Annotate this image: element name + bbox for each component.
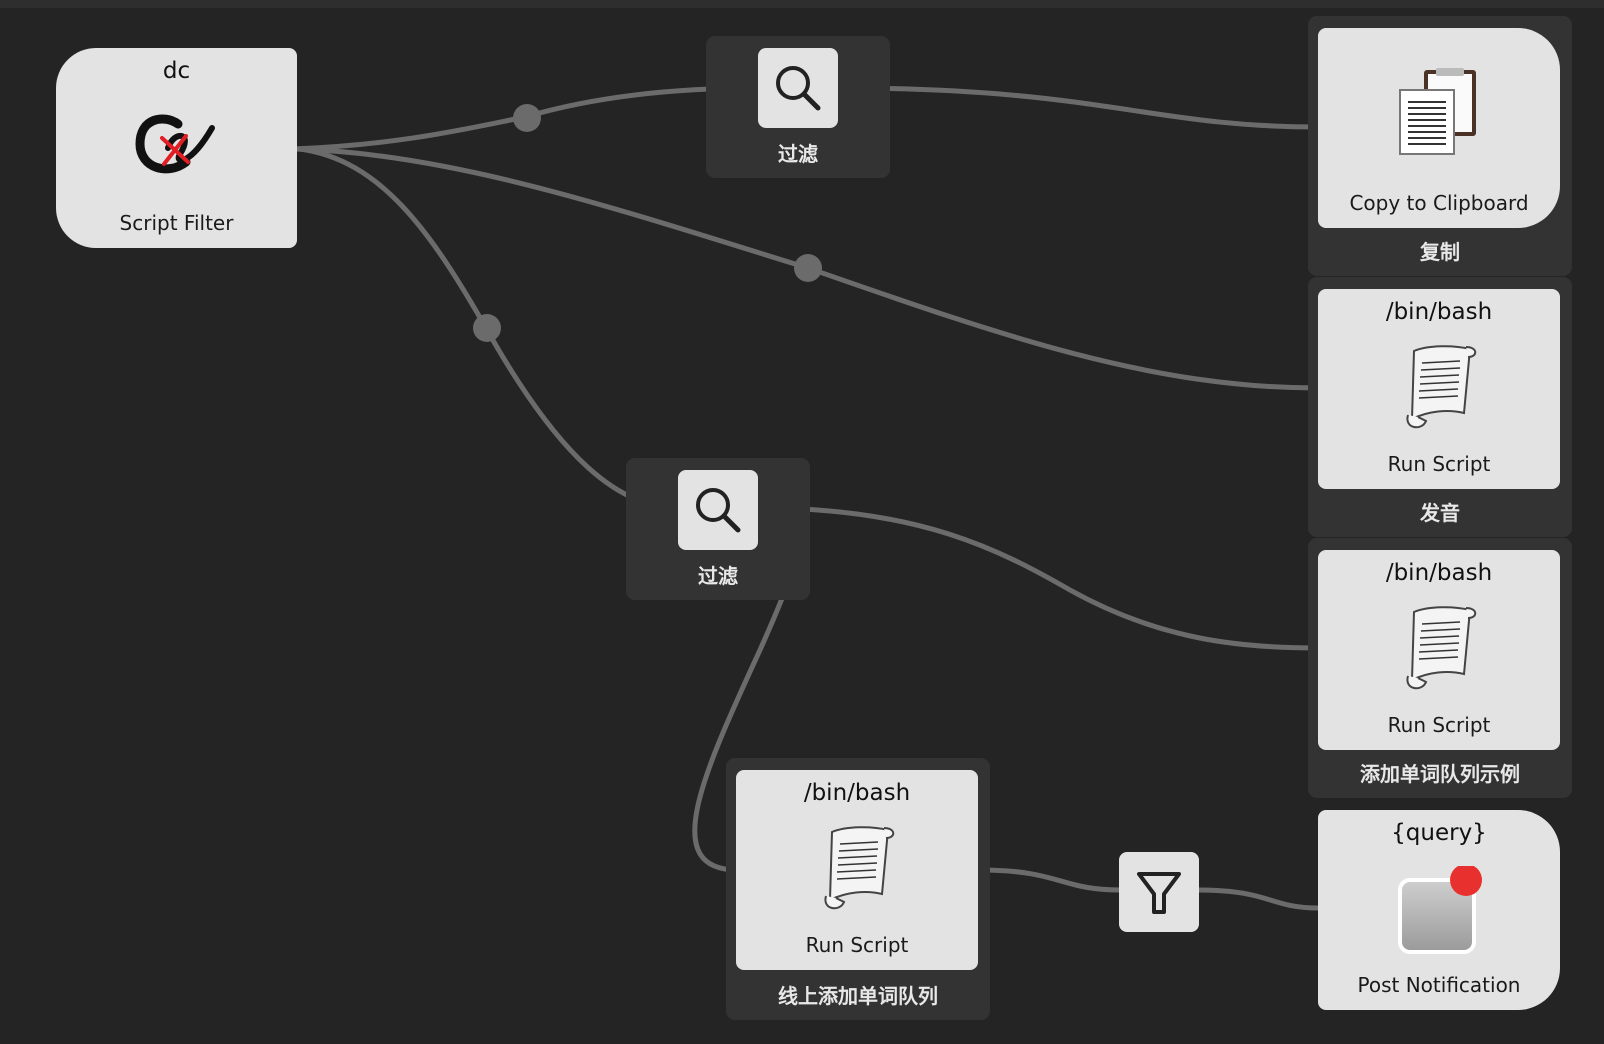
connection-handle: [473, 314, 501, 342]
node-caption: 线上添加单词队列: [778, 984, 938, 1008]
node-caption: 过滤: [698, 564, 738, 588]
script-scroll-icon: [1398, 604, 1482, 698]
connection-handle: [794, 254, 822, 282]
window-top-bar: [0, 0, 1604, 8]
post-notification-node[interactable]: {query} Post Notification: [1318, 810, 1560, 1010]
conditional-node[interactable]: [1119, 852, 1199, 932]
search-icon: [696, 488, 741, 533]
node-keyword: /bin/bash: [1385, 560, 1493, 586]
node-type-label: Post Notification: [1357, 973, 1521, 997]
filter-node-top[interactable]: 过滤: [706, 36, 890, 178]
node-type-label: Script Filter: [119, 211, 234, 235]
node-type-label: Run Script: [1387, 452, 1491, 476]
script-filter-node[interactable]: dc Script Filter: [56, 48, 297, 248]
copy-clipboard-node[interactable]: Copy to Clipboard: [1318, 28, 1560, 228]
node-keyword: dc: [162, 58, 191, 84]
funnel-icon: [1137, 872, 1181, 914]
connection-filter-mid-to-add-example: [757, 505, 1321, 651]
search-icon: [776, 66, 821, 111]
node-keyword: /bin/bash: [1385, 299, 1493, 325]
run-script-add-online-group[interactable]: /bin/bash Run Script 线上添加单词队列: [726, 758, 990, 1020]
run-script-pronounce-node[interactable]: /bin/bash Run Script: [1318, 289, 1560, 489]
node-keyword: {query}: [1391, 820, 1487, 846]
run-script-pronounce-group[interactable]: /bin/bash Run Script 发音: [1308, 277, 1572, 537]
node-type-label: Copy to Clipboard: [1349, 191, 1529, 215]
node-type-label: Run Script: [805, 933, 909, 957]
node-type-label: Run Script: [1387, 713, 1491, 737]
run-script-add-example-group[interactable]: /bin/bash Run Script 添加单词队列示例: [1308, 538, 1572, 798]
filter-node-mid[interactable]: 过滤: [626, 458, 810, 600]
filter-tile[interactable]: [758, 48, 838, 128]
node-caption: 发音: [1420, 501, 1460, 525]
filter-tile[interactable]: [678, 470, 758, 550]
connection-handle: [513, 104, 541, 132]
notification-icon: [1394, 864, 1484, 960]
dict-logo-icon: [134, 110, 218, 184]
connection-condition-to-notify: [1195, 887, 1321, 911]
node-caption: 过滤: [778, 142, 818, 166]
run-script-add-online-node[interactable]: /bin/bash Run Script: [736, 770, 978, 970]
copy-clipboard-group[interactable]: Copy to Clipboard 复制: [1308, 16, 1572, 276]
script-scroll-icon: [816, 824, 900, 918]
run-script-add-example-node[interactable]: /bin/bash Run Script: [1318, 550, 1560, 750]
node-caption: 复制: [1420, 240, 1460, 264]
clipboard-icon: [1394, 66, 1484, 162]
node-keyword: /bin/bash: [803, 780, 911, 806]
node-caption: 添加单词队列示例: [1360, 762, 1520, 786]
connection-add-online-to-condition: [977, 867, 1123, 893]
connection-filter-top-to-copy: [837, 85, 1321, 130]
script-scroll-icon: [1398, 343, 1482, 437]
